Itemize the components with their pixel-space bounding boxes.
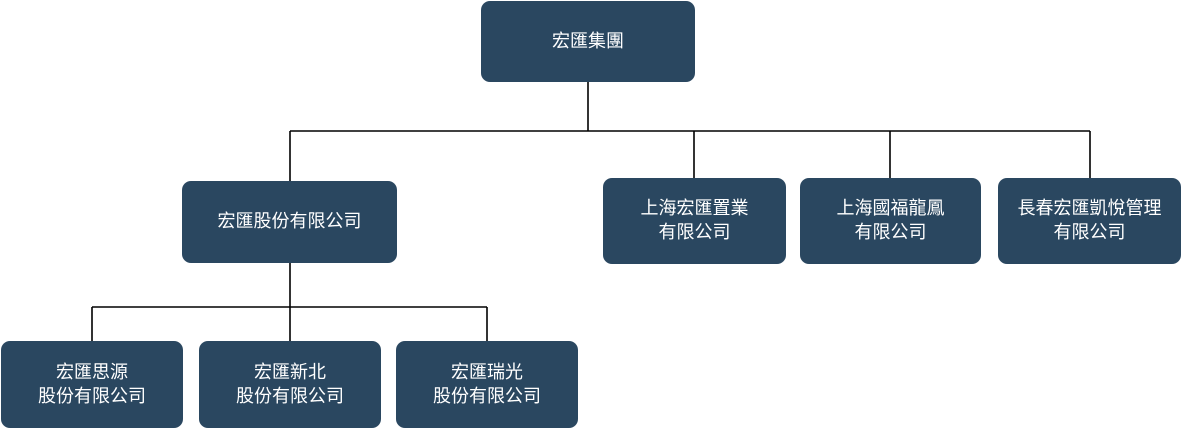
org-node-label-line: 宏匯股份有限公司 — [217, 211, 362, 232]
org-node-changchun-guanli: 長春宏匯凱悅管理 有限公司 — [998, 178, 1181, 264]
org-node-label-line: 上海國福龍鳳 — [836, 198, 945, 219]
org-node-xinbei: 宏匯新北 股份有限公司 — [199, 341, 381, 428]
org-node-label-line: 股份有限公司 — [433, 385, 541, 407]
org-node-label-line: 宏匯新北 — [254, 361, 326, 383]
org-node-label-line: 長春宏匯凱悅管理 — [1017, 198, 1162, 219]
org-node-siyuan: 宏匯思源 股份有限公司 — [1, 341, 183, 428]
org-node-root: 宏匯集團 — [481, 1, 695, 82]
org-node-label-line: 有限公司 — [1053, 222, 1126, 243]
org-node-label-line: 有限公司 — [658, 222, 731, 243]
org-node-label-line: 宏匯瑞光 — [451, 361, 523, 383]
org-node-label-line: 股份有限公司 — [38, 385, 146, 407]
org-node-label-line: 有限公司 — [854, 222, 927, 243]
org-node-shanghai-guofu: 上海國福龍鳳 有限公司 — [800, 178, 981, 264]
org-node-label-line: 上海宏匯置業 — [640, 198, 749, 219]
org-node-shanghai-zhiye: 上海宏匯置業 有限公司 — [603, 178, 786, 264]
org-node-label-line: 股份有限公司 — [236, 385, 344, 407]
org-node-ruiguang: 宏匯瑞光 股份有限公司 — [396, 341, 578, 428]
org-node-gufen: 宏匯股份有限公司 — [182, 181, 397, 263]
org-node-label-line: 宏匯思源 — [56, 361, 128, 383]
org-node-root-label: 宏匯集團 — [552, 30, 624, 52]
